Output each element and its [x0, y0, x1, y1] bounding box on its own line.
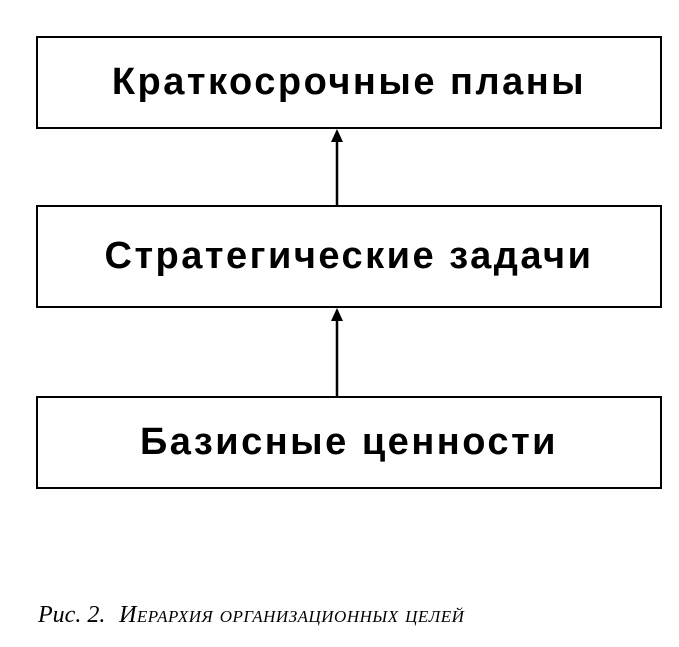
arrow-middle-to-top — [331, 129, 343, 205]
box-basic-values: Базисные ценности — [36, 396, 662, 489]
arrow-head-icon — [331, 129, 343, 142]
box-strategic-tasks: Стратегические задачи — [36, 205, 662, 308]
figure-title: Иерархия организационных целей — [119, 602, 465, 628]
figure-number: Рис. 2. — [38, 602, 106, 628]
arrow-bottom-to-middle — [331, 308, 343, 396]
figure-caption: Рис. 2. Иерархия организационных целей — [38, 602, 668, 629]
arrow-head-icon — [331, 308, 343, 321]
box-short-term-plans: Краткосрочные планы — [36, 36, 662, 129]
